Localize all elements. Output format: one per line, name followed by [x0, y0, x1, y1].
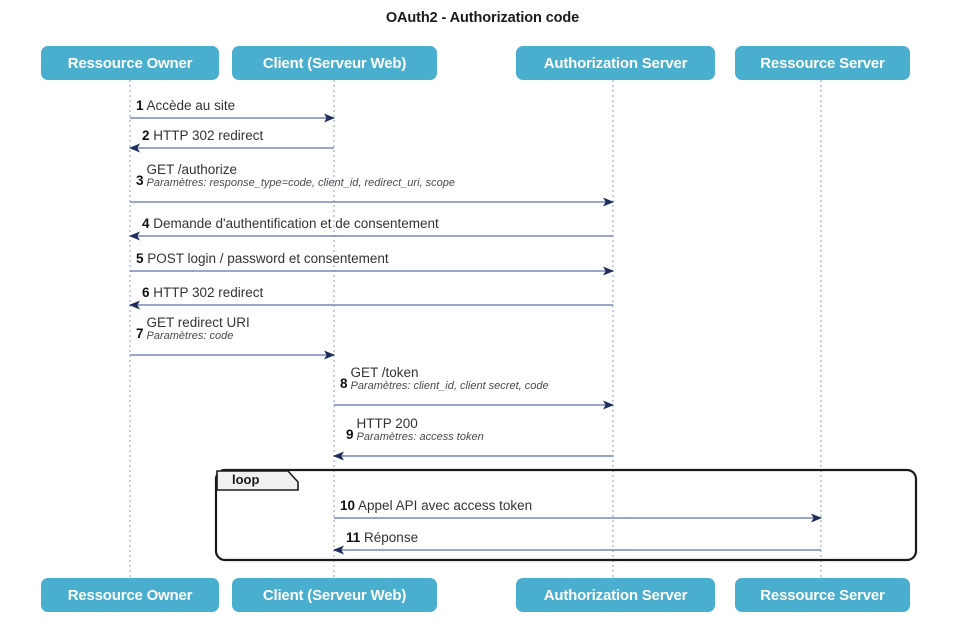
- message-text-10: Appel API avec access token: [355, 498, 533, 513]
- message-number-11: 11: [346, 530, 361, 545]
- actor-header-resource[interactable]: Ressource Server: [735, 46, 910, 80]
- message-label-11: 11 Réponse: [346, 530, 418, 545]
- message-label-5: 5 POST login / password et consentement: [136, 251, 389, 266]
- actor-footer-resource[interactable]: Ressource Server: [735, 578, 910, 612]
- fragment-label-loop: loop: [232, 472, 260, 487]
- message-text-5: POST login / password et consentement: [143, 251, 389, 266]
- message-text-9: HTTP 200: [356, 416, 418, 431]
- actor-footer-authz[interactable]: Authorization Server: [516, 578, 715, 612]
- message-number-3: 3: [136, 173, 144, 189]
- message-label-10: 10 Appel API avec access token: [340, 498, 532, 513]
- message-number-1: 1: [136, 98, 144, 113]
- message-text-11: Réponse: [360, 530, 419, 545]
- diagram-title: OAuth2 - Authorization code: [385, 10, 580, 26]
- message-text-2: HTTP 302 redirect: [149, 128, 264, 143]
- message-number-10: 10: [340, 498, 356, 513]
- fragment-frame-loop: [214, 468, 918, 562]
- actor-header-client[interactable]: Client (Serveur Web): [232, 46, 437, 80]
- message-label-6: 6 HTTP 302 redirect: [142, 285, 263, 300]
- fragment-tab-loop: [216, 470, 299, 491]
- message-params-8: Paramètres: client_id, client secret, co…: [350, 380, 549, 393]
- actor-footer-client[interactable]: Client (Serveur Web): [232, 578, 437, 612]
- message-params-9: Paramètres: access token: [356, 431, 484, 444]
- message-label-2: 2 HTTP 302 redirect: [142, 128, 263, 143]
- message-number-2: 2: [142, 128, 150, 143]
- message-number-8: 8: [340, 376, 348, 392]
- message-number-9: 9: [346, 427, 354, 443]
- message-number-7: 7: [136, 326, 144, 342]
- message-number-6: 6: [142, 285, 150, 300]
- message-text-4: Demande d'authentification et de consent…: [149, 216, 439, 231]
- actor-header-owner[interactable]: Ressource Owner: [41, 46, 219, 80]
- message-text-8: GET /token: [350, 365, 419, 380]
- actor-footer-owner[interactable]: Ressource Owner: [41, 578, 219, 612]
- message-params-7: Paramètres: code: [146, 330, 234, 343]
- message-arrows-group: [129, 113, 822, 555]
- message-label-4: 4 Demande d'authentification et de conse…: [142, 216, 439, 231]
- actor-header-authz[interactable]: Authorization Server: [516, 46, 715, 80]
- fragment-frames-group: [214, 468, 918, 562]
- message-number-5: 5: [136, 251, 144, 266]
- lifelines-group: [129, 80, 822, 578]
- message-text-1: Accède au site: [143, 98, 236, 113]
- message-params-3: Paramètres: response_type=code, client_i…: [146, 177, 455, 190]
- message-text-7: GET redirect URI: [146, 315, 250, 330]
- message-text-3: GET /authorize: [146, 162, 238, 177]
- message-label-1: 1 Accède au site: [136, 98, 235, 113]
- message-text-6: HTTP 302 redirect: [149, 285, 264, 300]
- message-number-4: 4: [142, 216, 150, 231]
